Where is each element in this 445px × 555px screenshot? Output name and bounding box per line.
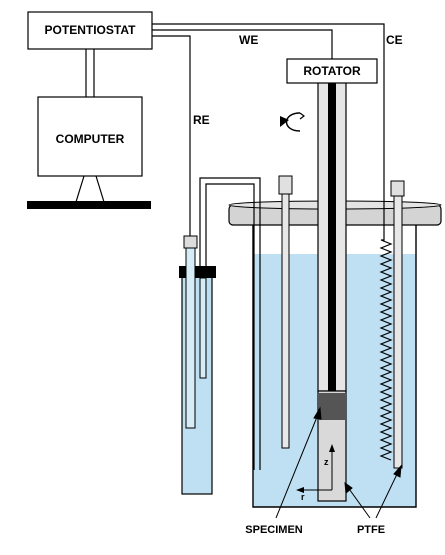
axes-indicator: z r [296,444,335,502]
leader-lines [275,406,402,519]
potentiostat-label: POTENTIOSTAT [45,23,137,37]
probe-cap [278,175,293,195]
probe-rod [281,193,290,449]
rotator-label: ROTATOR [303,64,361,78]
wires [85,23,385,236]
specimen-leader [275,411,320,519]
computer: COMPUTER [27,96,151,209]
rde-core [328,81,336,391]
counter-rod [393,193,403,469]
salt-bridge-tube [199,177,261,470]
rotation-arrow-icon [280,112,305,132]
computer-stand [75,175,105,203]
re-label: RE [193,113,210,127]
re-wire [152,35,191,236]
ptfe-leader-right [375,469,400,519]
counter-electrode [379,180,405,469]
computer-monitor [37,96,143,177]
rotator-box [286,58,378,84]
potentiostat-box [27,11,153,50]
reference-cap [179,266,216,278]
bridge-inner-line [199,277,207,379]
computer-base [27,201,151,209]
ptfe-leader-left [346,485,371,519]
counter-cap [390,180,405,197]
specimen-disk [319,393,345,420]
counter-coil [379,180,393,461]
ptfe-label: PTFE [357,524,385,536]
reference-inner-tube [185,245,196,429]
z-axis-arrow [329,444,335,452]
beaker-wall [252,219,417,508]
specimen-label: SPECIMEN [245,524,303,536]
ce-wire [152,23,385,180]
z-axis-label: z [324,457,329,467]
r-axis-label: r [301,492,305,502]
potentiostat: POTENTIOSTAT [27,11,153,50]
r-axis-arrow [296,487,304,493]
reference-electrode [179,235,216,495]
computer-label: COMPUTER [56,132,125,146]
we-label: WE [239,33,258,47]
reference-inner-top [183,235,198,249]
we-wire [152,29,333,62]
ce-label: CE [386,33,403,47]
probe-electrode [278,175,293,449]
